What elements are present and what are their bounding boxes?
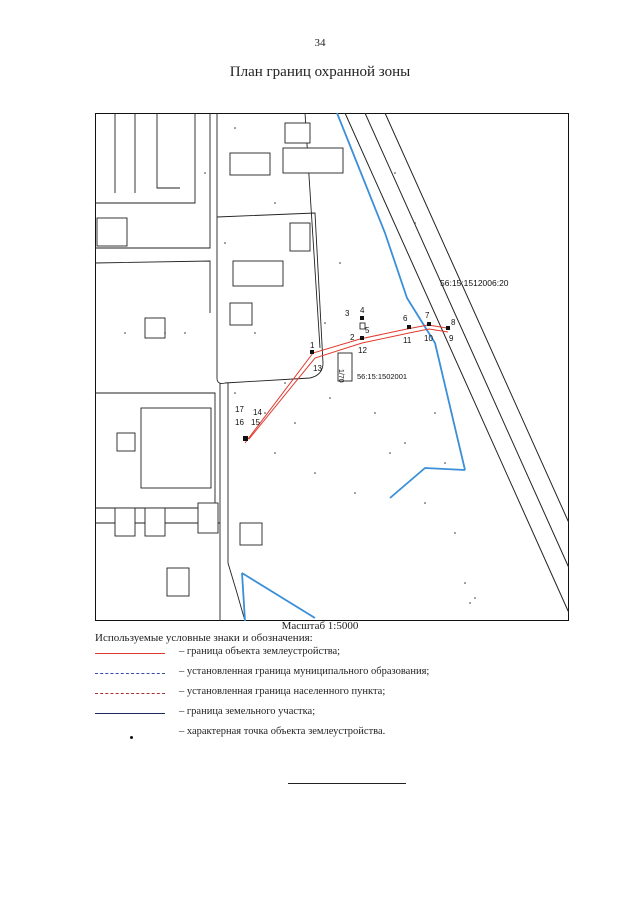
characteristic-points <box>243 316 450 441</box>
legend-label: – граница объекта землеустройства; <box>179 646 341 657</box>
building-label: 1/70 <box>337 369 344 383</box>
legend-item: – установленная граница муниципального о… <box>95 666 515 680</box>
legend-item: – характерная точка объекта землеустройс… <box>95 726 515 740</box>
point-label: 6 <box>403 314 408 323</box>
legend-item: – граница земельного участка; <box>95 706 515 720</box>
legend-heading: Используемые условные знаки и обозначени… <box>95 632 313 644</box>
legend-label: – установленная граница муниципального о… <box>179 666 430 677</box>
legend-label: – характерная точка объекта землеустройс… <box>179 726 386 737</box>
protection-zone-boundary <box>244 324 449 444</box>
legend-symbol-red-line <box>95 653 165 654</box>
map-frame <box>95 113 569 621</box>
point-label: 15 <box>251 418 260 427</box>
legend-item: – установленная граница населенного пунк… <box>95 686 515 700</box>
point-label: 14 <box>253 408 262 417</box>
highway <box>344 113 569 614</box>
boundary-map: 1/70 1 2 3 4 5 6 7 8 9 10 <box>95 113 569 621</box>
legend-item: – граница объекта землеустройства; <box>95 646 515 660</box>
legend-symbol-red-dash <box>95 693 165 694</box>
point-labels: 1 2 3 4 5 6 7 8 9 10 11 12 13 14 15 16 1… <box>235 306 456 427</box>
point-label: 10 <box>424 334 433 343</box>
water-lines <box>241 113 466 621</box>
legend-symbol-dot <box>130 736 133 739</box>
point-label: 12 <box>358 346 367 355</box>
legend-label: – установленная граница населенного пунк… <box>179 686 386 697</box>
legend-symbol-blue-dash <box>95 673 165 674</box>
point-label: 1 <box>310 341 315 350</box>
legend-label: – граница земельного участка; <box>179 706 316 717</box>
point-label: 7 <box>425 311 430 320</box>
point-label: 13 <box>313 364 322 373</box>
point-label: 5 <box>365 326 370 335</box>
point-label: 3 <box>345 309 350 318</box>
point-label: 9 <box>449 334 454 343</box>
point-label: 17 <box>235 405 244 414</box>
signature-line <box>288 783 406 784</box>
page-number: 34 <box>314 37 326 49</box>
map-dots <box>124 127 476 604</box>
parcel-label: 56:15:1502001 <box>357 372 407 381</box>
parcel-label: 56:15:1512006:20 <box>440 278 509 288</box>
page-title: План границ охранной зоны <box>229 64 411 80</box>
buildings <box>96 122 353 597</box>
point-label: 11 <box>403 336 412 345</box>
point-label: 2 <box>350 333 355 342</box>
building-170 <box>337 352 353 382</box>
map-scale: Масштаб 1:5000 <box>281 620 359 632</box>
point-label: 8 <box>451 318 456 327</box>
point-label: 4 <box>360 306 365 315</box>
legend-symbol-dark-line <box>95 713 165 714</box>
point-label: 16 <box>235 418 244 427</box>
